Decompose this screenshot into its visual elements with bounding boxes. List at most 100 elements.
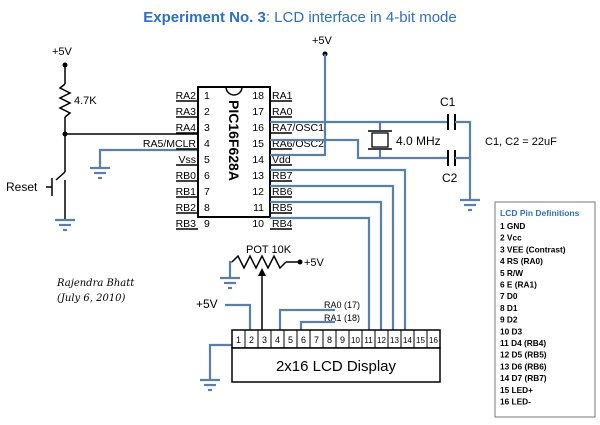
mcu-right-pin-number: 15 [252,138,264,150]
pin-def-item: 10 D3 [500,326,523,336]
lcd-label: 2x16 LCD Display [276,358,397,375]
mcu-left-pin-number: 3 [204,122,210,134]
lcd-pin-number: 11 [364,336,373,345]
lcd-vcc-label: +5V [196,297,218,311]
mcu-right-pin-number: 18 [252,90,264,102]
mcu-right-pin-label: RA0 [272,106,293,118]
mcu-right-pin-number: 10 [252,218,264,230]
ground-vss [90,166,110,180]
pin-def-item: 16 LED- [500,397,531,407]
ra1-label: RA1 (18) [324,313,360,323]
crystal-label: 4.0 MHz [396,134,441,148]
mcu-right-pin-number: 12 [252,186,264,198]
ra0-wire [278,308,335,330]
lcd-pin-number: 6 [301,335,306,345]
mcu-left-pin-number: 8 [204,202,210,214]
pin-def-item: 8 D1 [500,303,518,313]
mcu-left-pin-number: 7 [204,186,210,198]
mcu-left-pin-label: RA3 [176,106,197,118]
lcd-pin-number: 7 [314,335,319,345]
vss-wire [98,148,198,168]
pin-def-item: 3 VEE (Contrast) [500,244,566,254]
pot-label: POT 10K [246,244,292,256]
mcu-right-pin-label: RA1 [272,90,293,102]
mcu-right-pin-number: 16 [252,122,264,134]
title-bold: Experiment No. 3 [143,9,266,26]
ground-reset [55,218,75,232]
lcd-vcc-wire [225,303,252,330]
caps-common-wire [455,120,472,160]
lcd-pin-number: 2 [249,335,254,345]
mcu-left-pin-label: RB2 [176,202,197,214]
caps-value-label: C1, C2 = 22uF [485,136,557,148]
lcd-pin-number: 12 [377,336,386,345]
mcu-left-pin-number: 4 [204,138,210,150]
rb7-wire [270,168,407,330]
ground-pot [220,276,240,290]
lcd-pin-number: 4 [275,335,280,345]
ra1-wire [299,320,335,330]
mcu-left-pin-number: 9 [204,218,210,230]
pin-def-item: 2 Vcc [500,233,522,243]
mcu-right-pin-label: RB5 [272,202,293,214]
pin-def-item: 6 E (RA1) [500,280,537,290]
mcu-right-pin-number: 14 [252,154,264,166]
rb4-wire [270,216,371,330]
pin-def-item: 13 D6 (RB6) [500,361,547,371]
mcu-left-pin-label: RA5/MCLR [143,138,197,150]
lcd-pin-number: 10 [351,336,360,345]
mcu-left-pin-number: 1 [204,90,210,102]
title-rest: : LCD interface in 4-bit mode [266,9,457,26]
reset-label: Reset [6,180,38,194]
resistor-label: 4.7K [74,95,97,107]
rb6-wire [270,184,395,330]
lcd-pin-number: 16 [429,336,438,345]
pin-def-item: 4 RS (RA0) [500,256,543,266]
vcc-label-left: +5V [52,46,73,58]
pin-def-item: 5 R/W [500,268,523,278]
mcu-left-pin-number: 5 [204,154,210,166]
resistor-symbol [58,83,72,118]
c2-label: C2 [442,171,458,185]
pin-defs-box [494,201,596,418]
pot-vcc-label: +5V [304,257,325,269]
mcu-left-pin-label: RB0 [176,170,197,182]
lcd-pin-number: 9 [340,335,345,345]
lcd-pin-number: 5 [288,335,293,345]
mcu-right-pin-label: RB6 [272,186,293,198]
lcd-pin-number: 3 [262,335,267,345]
pin-defs-title: LCD Pin Definitions [500,208,580,218]
mcu-left-pin-label: RA2 [176,90,197,102]
pin-def-item: 9 D2 [500,315,518,325]
vcc-label-mid: +5V [312,35,333,47]
ra0-label: RA0 (17) [324,300,360,310]
lcd-display [231,347,441,383]
ground-caps [460,198,480,212]
mcu-right-pins: RA118RA017RA7/OSC116RA6/OSC215Vdd14RB713… [252,90,324,230]
mcu-left-pin-number: 6 [204,170,210,182]
pin-def-item: 14 D7 (RB7) [500,373,547,383]
pin-def-item: 12 D5 (RB5) [500,350,547,360]
lcd-pin-number: 1 [236,335,241,345]
author-name: Rajendra Bhatt [56,278,135,289]
crystal-symbol [371,132,389,148]
diagram-title: Experiment No. 3: LCD interface in 4-bit… [143,9,456,26]
pin-def-item: 15 LED+ [500,385,533,395]
vdd-wire [270,54,327,157]
ground-lcd [200,378,220,392]
lcd-pin-number: 13 [390,336,399,345]
author-date: (July 6, 2010) [57,293,126,304]
pin-def-item: 7 D0 [500,291,518,301]
c1-label: C1 [440,95,456,109]
lcd-pin-number: 14 [403,336,412,345]
mcu-left-pin-label: RB1 [176,186,197,198]
lcd-pin-number: 8 [327,335,332,345]
mcu-left-pin-label: Vss [178,154,196,166]
pot-vcc-node [297,259,303,265]
mcu-right-pin-number: 13 [252,170,264,182]
mcu-notch [225,86,243,96]
osc2-wire [270,138,448,160]
reset-switch-arm [55,171,66,181]
